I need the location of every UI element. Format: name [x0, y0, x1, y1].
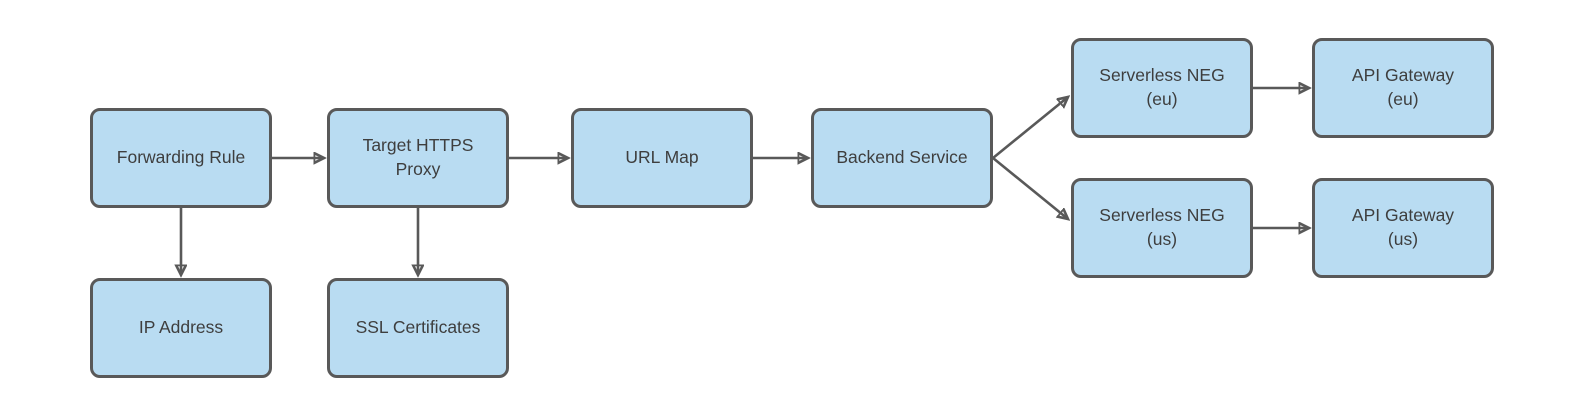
node-label: Serverless NEG (us): [1099, 205, 1225, 249]
node-label: SSL Certificates: [355, 317, 481, 338]
node-label: IP Address: [138, 317, 224, 338]
edge-backend-service-to-serverless-neg-eu: [992, 97, 1068, 160]
node-api-gateway-us: API Gateway (us): [1312, 178, 1494, 278]
edge-backend-service-to-serverless-neg-us: [992, 156, 1068, 219]
node-api-gateway-eu: API Gateway (eu): [1312, 38, 1494, 138]
node-label: API Gateway (us): [1351, 205, 1455, 249]
node-label: API Gateway (eu): [1351, 65, 1455, 109]
node-serverless-neg-eu: Serverless NEG (eu): [1071, 38, 1253, 138]
node-label: Backend Service: [836, 147, 968, 168]
node-label: Serverless NEG (eu): [1099, 65, 1225, 109]
node-label: Target HTTPS Proxy: [362, 135, 474, 179]
node-ip-address: IP Address: [90, 278, 272, 378]
node-target-https-proxy: Target HTTPS Proxy: [327, 108, 509, 208]
node-label: URL Map: [625, 147, 699, 168]
node-serverless-neg-us: Serverless NEG (us): [1071, 178, 1253, 278]
node-url-map: URL Map: [571, 108, 753, 208]
node-forwarding-rule: Forwarding Rule: [90, 108, 272, 208]
node-backend-service: Backend Service: [811, 108, 993, 208]
node-ssl-certificates: SSL Certificates: [327, 278, 509, 378]
node-label: Forwarding Rule: [116, 147, 246, 168]
